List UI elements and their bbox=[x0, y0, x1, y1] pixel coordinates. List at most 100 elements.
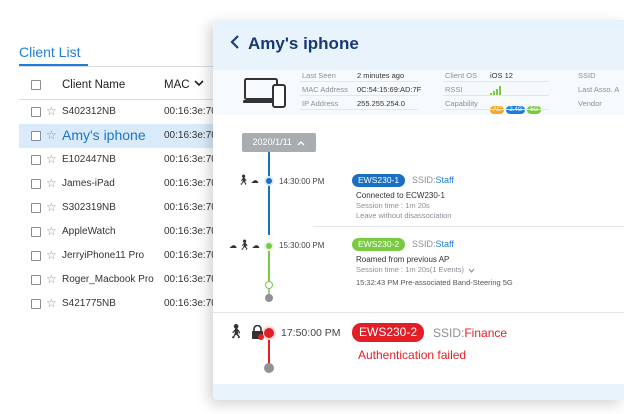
event-ssid: SSID:Finance bbox=[433, 326, 507, 340]
timeline-node bbox=[265, 281, 273, 289]
client-mac: 00:16:3e:70 bbox=[164, 298, 217, 309]
table-row[interactable]: ☆ AppleWatch 00:16:3e:70 bbox=[19, 220, 240, 244]
row-checkbox[interactable] bbox=[31, 131, 41, 141]
table-row[interactable]: ☆ S421775NB 00:16:3e:70 bbox=[19, 292, 240, 316]
timeline-node bbox=[262, 326, 276, 340]
client-info: Last Seen 2 minutes ago MAC Address 0C:5… bbox=[213, 70, 624, 115]
date-label: 2020/1/11 bbox=[252, 137, 292, 147]
detail-header: Amy's iphone bbox=[213, 20, 624, 70]
client-mac: 00:16:3e:70 bbox=[164, 250, 217, 261]
vendor-label: Vendor bbox=[578, 99, 602, 108]
date-selector[interactable]: 2020/1/11 bbox=[242, 133, 316, 152]
star-icon[interactable]: ☆ bbox=[46, 104, 57, 118]
client-list-title[interactable]: Client List bbox=[19, 44, 81, 60]
star-icon[interactable]: ☆ bbox=[46, 152, 57, 166]
client-name: AppleWatch bbox=[62, 226, 116, 237]
mac-value: 0C:54:15:69:AD:7F bbox=[357, 85, 422, 94]
row-checkbox[interactable] bbox=[31, 299, 41, 309]
event-time: 14:30:00 PM bbox=[279, 177, 325, 186]
event-detail: Session time : 1m 20s(1 Events) bbox=[356, 265, 475, 274]
column-header-client-name[interactable]: Client Name bbox=[62, 79, 126, 91]
star-icon[interactable]: ☆ bbox=[46, 224, 57, 238]
chevron-down-icon[interactable] bbox=[194, 78, 204, 91]
event-divider bbox=[313, 226, 624, 227]
timeline-node bbox=[264, 176, 274, 186]
client-detail-panel: Amy's iphone Last Seen 2 minutes ago MAC… bbox=[213, 20, 624, 400]
cloud-icon: ☁ bbox=[251, 241, 261, 250]
row-checkbox[interactable] bbox=[31, 179, 41, 189]
table-header: Client Name MAC bbox=[19, 74, 240, 98]
star-icon[interactable]: ☆ bbox=[46, 176, 57, 190]
client-os-label: Client OS bbox=[445, 71, 478, 80]
row-checkbox[interactable] bbox=[31, 155, 41, 165]
lock-icon bbox=[246, 323, 264, 340]
row-checkbox[interactable] bbox=[31, 275, 41, 285]
star-icon[interactable]: ☆ bbox=[46, 128, 57, 142]
client-name: James-iPad bbox=[62, 178, 115, 189]
client-mac: 00:16:3e:70 bbox=[164, 226, 217, 237]
capability-badge: 5G bbox=[527, 106, 542, 114]
info-divider bbox=[443, 109, 549, 110]
info-divider bbox=[300, 81, 418, 82]
ssid-name: Staff bbox=[435, 239, 454, 249]
event-time: 17:50:00 PM bbox=[281, 327, 341, 339]
ssid-name: Staff bbox=[435, 175, 454, 185]
column-header-mac[interactable]: MAC bbox=[164, 79, 190, 91]
client-os-value: iOS 12 bbox=[490, 71, 513, 80]
header-divider bbox=[19, 66, 240, 67]
info-divider bbox=[300, 95, 418, 96]
select-all-checkbox[interactable] bbox=[31, 80, 41, 90]
ip-label: IP Address bbox=[302, 99, 339, 108]
row-checkbox[interactable] bbox=[31, 107, 41, 117]
chevron-left-icon[interactable] bbox=[230, 34, 240, 53]
event-description: Roamed from previous AP bbox=[356, 255, 450, 264]
event-icons: 🚶︎ bbox=[227, 323, 264, 340]
event-divider bbox=[213, 312, 624, 313]
timeline-node bbox=[264, 363, 274, 373]
ap-badge[interactable]: EWS230-1 bbox=[352, 174, 406, 187]
capability-badge: AC bbox=[490, 106, 505, 114]
row-checkbox[interactable] bbox=[31, 227, 41, 237]
client-mac: 00:16:3e:70 bbox=[164, 130, 217, 141]
chevron-down-icon[interactable] bbox=[466, 265, 475, 274]
timeline-line bbox=[268, 245, 270, 285]
ssid-name: Finance bbox=[464, 326, 508, 340]
star-icon[interactable]: ☆ bbox=[46, 296, 57, 310]
ssid-label: SSID bbox=[578, 71, 596, 80]
panel-footer bbox=[213, 384, 624, 400]
ap-badge[interactable]: EWS230-2 bbox=[352, 323, 425, 342]
event-time: 15:30:00 PM bbox=[279, 241, 325, 250]
star-icon[interactable]: ☆ bbox=[46, 200, 57, 214]
ap-badge[interactable]: EWS230-2 bbox=[352, 238, 406, 251]
row-checkbox[interactable] bbox=[31, 203, 41, 213]
client-mac: 00:16:3e:70 bbox=[164, 106, 217, 117]
cloud-icon: ☁ bbox=[229, 241, 238, 250]
last-seen-label: Last Seen bbox=[302, 71, 336, 80]
row-checkbox[interactable] bbox=[31, 251, 41, 261]
client-name: Roger_Macbook Pro bbox=[62, 274, 154, 285]
info-divider bbox=[443, 95, 549, 96]
timeline-line bbox=[268, 180, 270, 235]
star-icon[interactable]: ☆ bbox=[46, 248, 57, 262]
client-mac: 00:16:3e:70 bbox=[164, 178, 217, 189]
event-ssid: SSID:Staff bbox=[412, 239, 454, 249]
event-detail-text: Session time : 1m 20s(1 Events) bbox=[356, 265, 464, 274]
event-description: Connected to ECW230-1 bbox=[356, 191, 445, 200]
event-ssid: SSID:Staff bbox=[412, 175, 454, 185]
header-bottom-divider bbox=[19, 99, 240, 100]
client-mac: 00:16:3e:70 bbox=[164, 154, 217, 165]
ssid-prefix: SSID: bbox=[433, 326, 465, 340]
star-icon[interactable]: ☆ bbox=[46, 272, 57, 286]
walk-icon: 🚶︎ bbox=[238, 240, 252, 251]
client-name: S421775NB bbox=[62, 298, 116, 309]
capability-badge: 2.4G bbox=[506, 106, 526, 114]
event-detail: Leave without disassociation bbox=[356, 211, 452, 220]
table-row[interactable]: ☆ James-iPad 00:16:3e:70 bbox=[19, 172, 240, 196]
